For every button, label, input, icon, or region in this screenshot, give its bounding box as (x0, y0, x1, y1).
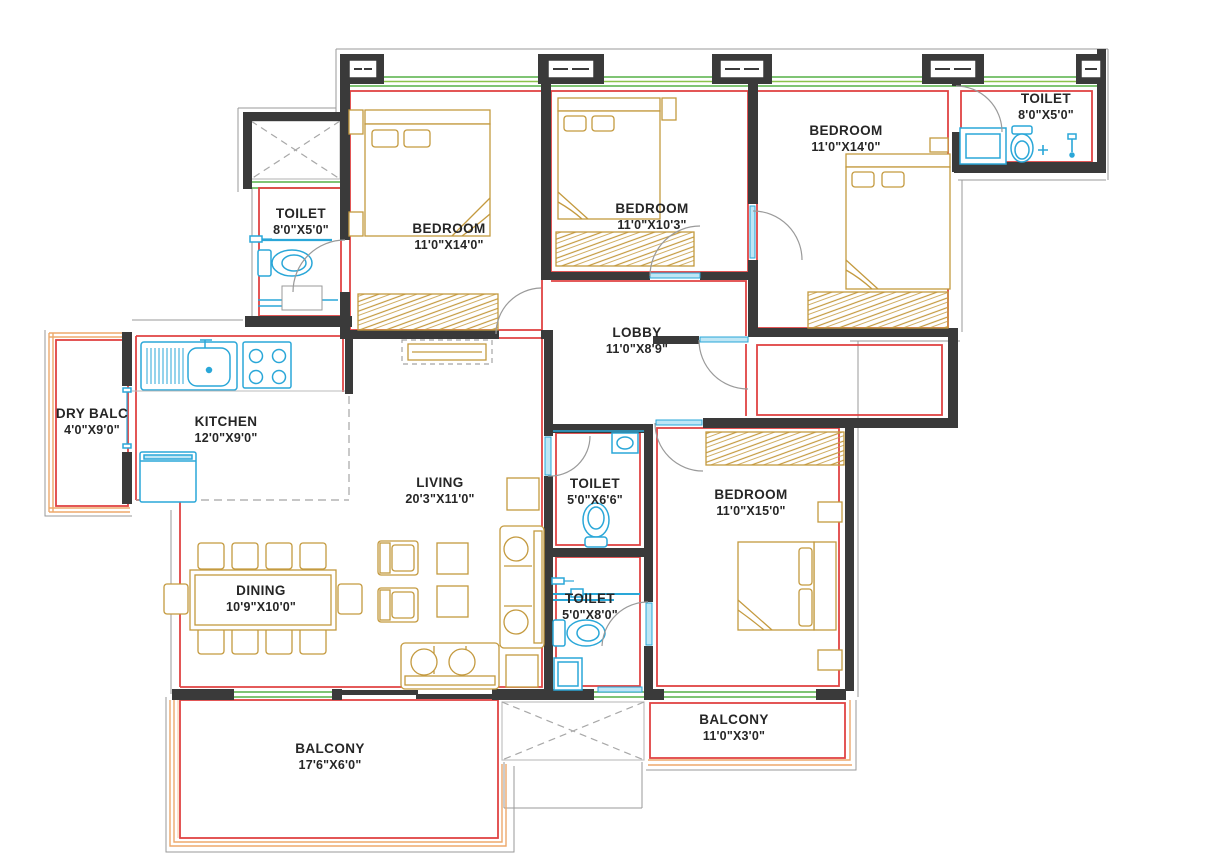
wardrobes (357, 231, 949, 466)
dining-set (163, 542, 363, 655)
kitchen-fridge (139, 451, 197, 503)
kitchen-sink (140, 339, 238, 391)
toilet-mid-upper-fixtures (553, 430, 644, 548)
door-arcs (292, 85, 1003, 647)
bed-bottom-right (737, 501, 843, 671)
bed-top-left (348, 109, 491, 237)
shaft-hatch-boxes (250, 120, 645, 761)
door-sills (544, 205, 756, 693)
bed-top-middle (557, 97, 677, 220)
outer-contour-lines (44, 48, 1109, 853)
fixtures-layer (122, 125, 1077, 693)
living-set (377, 343, 545, 690)
bed-top-right (845, 137, 951, 290)
walls-layer (122, 49, 1106, 700)
furniture-layer (163, 97, 951, 690)
balcony-borders (48, 332, 852, 847)
kitchen-stove (242, 341, 292, 389)
toilet-mid-lower-fixtures (551, 577, 640, 691)
toilet-left-fixtures (249, 235, 338, 311)
toilet-top-right-fixtures (959, 125, 1077, 165)
pillar-window-icons (348, 59, 1102, 79)
